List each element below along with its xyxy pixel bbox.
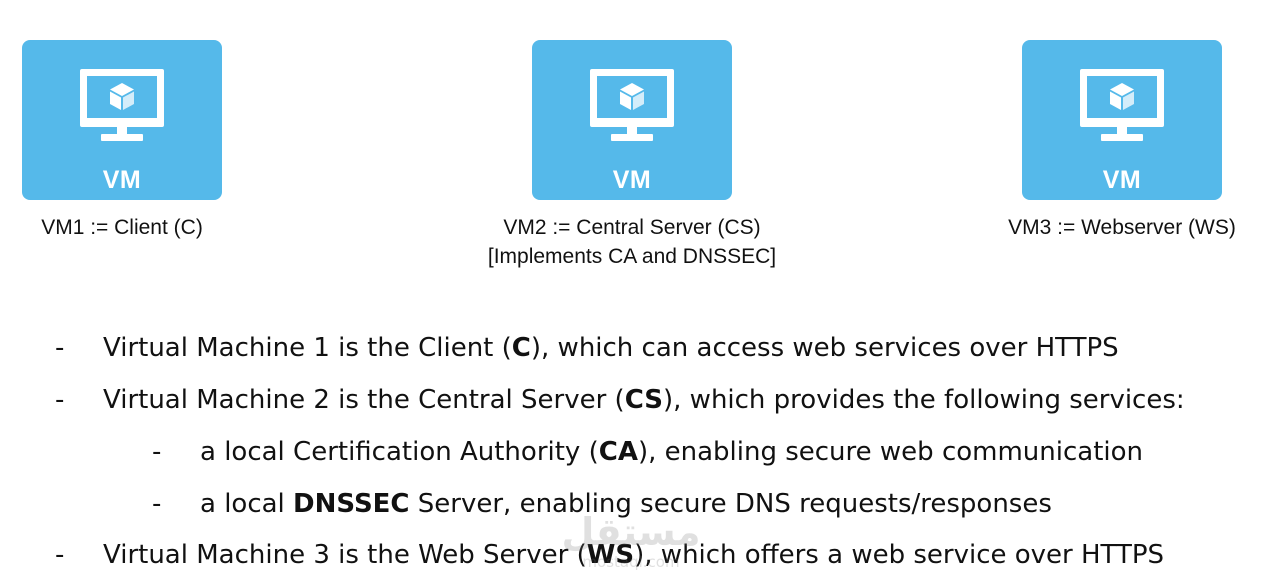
vm3-caption-line: VM3 := Webserver (WS) (1008, 216, 1236, 239)
bullet-text: a local Certification Authority (CA), en… (200, 437, 1144, 467)
vm3-caption: VM3 := Webserver (WS) (972, 213, 1262, 242)
vm2-tile: VM (532, 40, 732, 200)
watermark-arabic: مستقل (561, 510, 701, 554)
vm1-caption: VM1 := Client (C) (0, 213, 244, 242)
bullet-text: Virtual Machine 2 is the Central Server … (103, 385, 1185, 415)
bullet-text: Virtual Machine 3 is the Web Server (WS)… (103, 540, 1165, 570)
bullet-dash: - (152, 437, 162, 467)
bullet-term: CS (624, 385, 663, 415)
vm3-label: VM (1102, 166, 1142, 194)
vm-monitor-icon (1080, 69, 1164, 141)
vm-monitor-icon (590, 69, 674, 141)
bullet-term: DNSSEC (293, 489, 410, 519)
vm3-tile: VM (1022, 40, 1222, 200)
watermark-logo: مستقل mostaql.com (556, 510, 706, 580)
bullet-dash: - (152, 489, 162, 519)
bullet-term: CA (598, 437, 638, 467)
vm2-caption-line-2: [Implements CA and DNSSEC] (487, 245, 777, 268)
vm1-label: VM (102, 166, 142, 194)
vm2-caption: VM2 := Central Server (CS) [Implements C… (432, 213, 832, 271)
vm1-caption-line: VM1 := Client (C) (41, 216, 203, 239)
bullet-dash: - (55, 540, 65, 570)
watermark-latin: mostaql.com (582, 553, 680, 571)
bullet-term: C (511, 333, 531, 363)
vm-monitor-icon (80, 69, 164, 141)
bullet-dash: - (55, 385, 65, 415)
bullet-term: WS (586, 540, 635, 570)
vm2-label: VM (612, 166, 652, 194)
bullet-text: a local DNSSEC Server, enabling secure D… (200, 489, 1052, 519)
vm2-caption-line-1: VM2 := Central Server (CS) (503, 216, 761, 239)
vm1-tile: VM (22, 40, 222, 200)
bullet-dash: - (55, 333, 65, 363)
bullet-text: Virtual Machine 1 is the Client (C), whi… (103, 333, 1119, 363)
